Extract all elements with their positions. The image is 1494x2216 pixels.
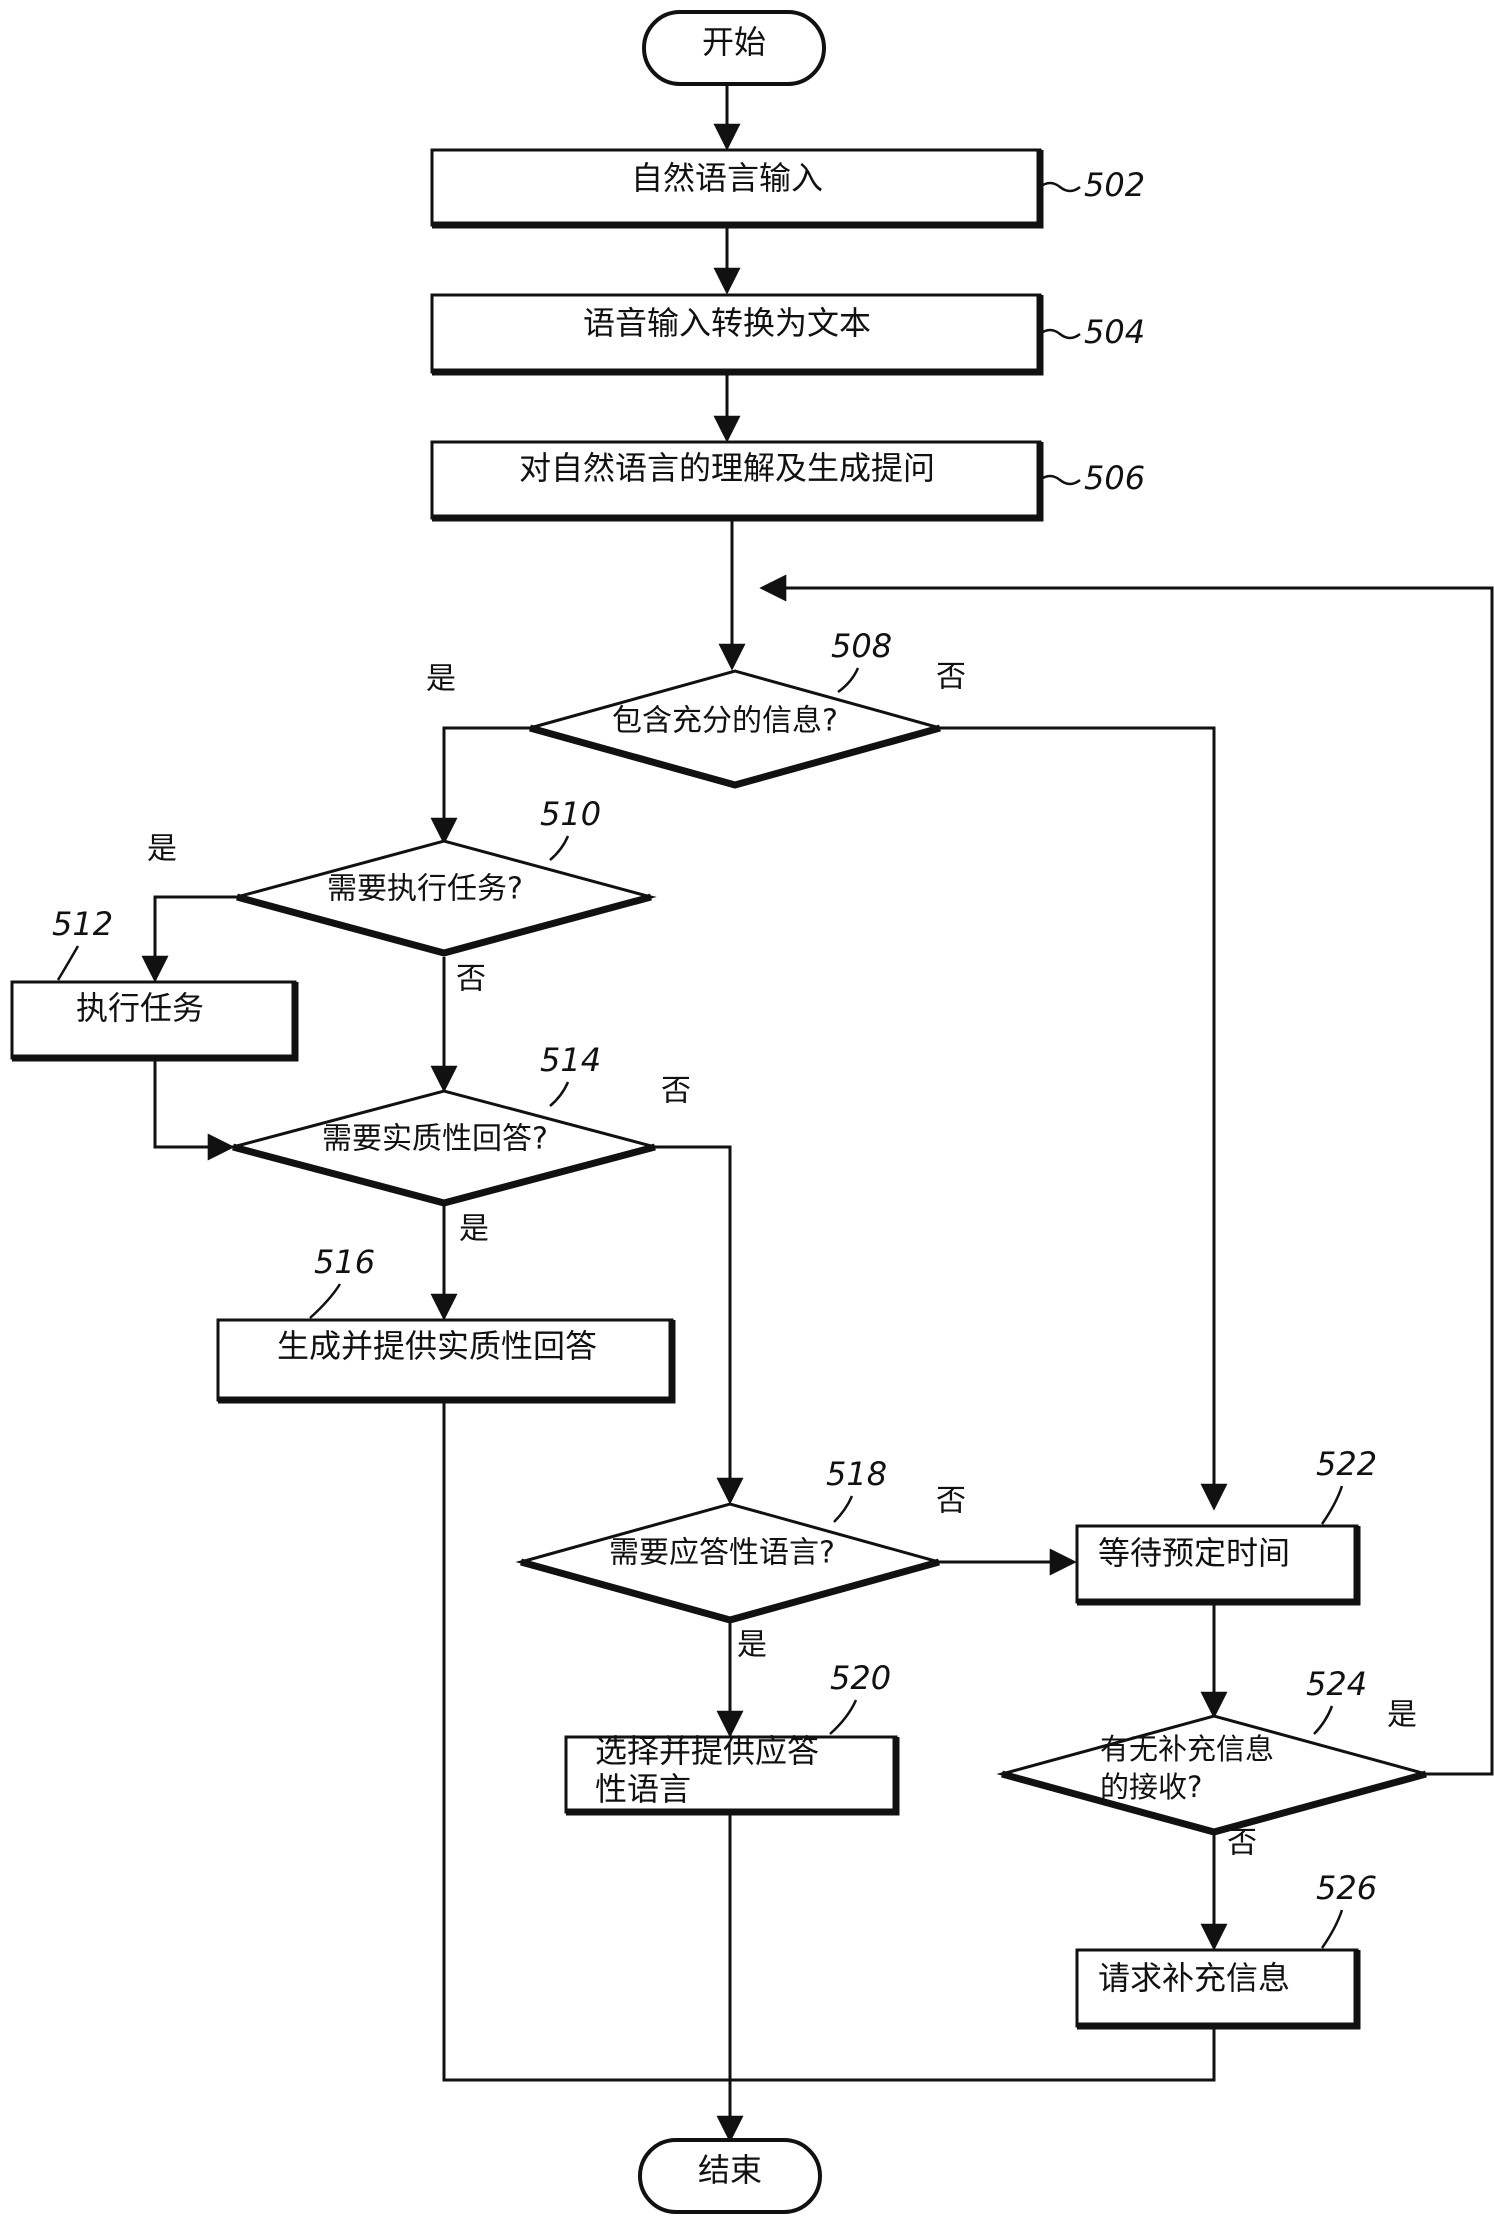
ref-numeral-516: 516 — [314, 1243, 375, 1281]
process-box-shadow-512 — [12, 982, 299, 1062]
process-box-526 — [1075, 1948, 1359, 2028]
arrow-524-yes-loop-to-508 — [759, 574, 1494, 1776]
arrow-512-to-514 — [153, 1058, 235, 1161]
process-label-502-line-1: 自然语言输入 — [631, 159, 823, 197]
start-terminal-label: 开始 — [702, 23, 766, 61]
ref-numeral-502-leader — [1039, 181, 1081, 193]
process-box-shadow-502 — [432, 150, 1044, 229]
decision-diamond-shadow-514 — [232, 1143, 656, 1207]
ref-numeral-514-leader — [549, 1081, 570, 1107]
process-label-526-line-1: 请求补充信息 — [1098, 1959, 1290, 1997]
arrow-514-no-to-518 — [654, 1145, 744, 1505]
ref-numeral-502: 502 — [1084, 166, 1145, 204]
branch-label-518-no: 否 — [936, 1484, 966, 1519]
ref-numeral-506: 506 — [1084, 459, 1145, 497]
ref-numeral-512-leader — [56, 945, 80, 981]
arrow-510-yes-to-512 — [141, 895, 237, 983]
ref-numeral-520: 520 — [830, 1659, 891, 1697]
process-box-shadow-522 — [1077, 1526, 1361, 1606]
ref-numeral-506-leader — [1039, 474, 1081, 486]
end-terminal-label: 结束 — [698, 2151, 762, 2189]
ref-numeral-510-leader — [549, 835, 570, 861]
process-box-shadow-506 — [432, 442, 1044, 522]
branch-label-524-yes: 是 — [1387, 1698, 1417, 1733]
process-box-shadow-504 — [432, 295, 1044, 376]
process-label-520-line-2: 性语言 — [595, 1770, 691, 1808]
branch-label-510-no: 否 — [456, 962, 486, 997]
ref-numeral-520-leader — [829, 1699, 858, 1735]
decision-diamond-shadow-524 — [1001, 1770, 1427, 1836]
ref-numeral-518-leader — [833, 1495, 854, 1523]
ref-numeral-518: 518 — [826, 1455, 887, 1493]
branch-label-514-yes: 是 — [459, 1212, 489, 1247]
ref-numeral-514: 514 — [540, 1041, 601, 1079]
arrow-508-no-to-522 — [940, 726, 1228, 1511]
process-box-shadow-516 — [218, 1320, 676, 1404]
decision-diamond-shadow-518 — [520, 1558, 940, 1624]
ref-numeral-524-leader — [1313, 1705, 1334, 1735]
decision-label-518-line-1: 需要应答性语言? — [609, 1536, 835, 1571]
ref-numeral-504-leader — [1039, 328, 1081, 340]
decision-label-524-line-2: 的接收? — [1100, 1770, 1202, 1804]
branch-label-508-no: 否 — [936, 660, 966, 695]
ref-numeral-526: 526 — [1316, 1869, 1377, 1907]
process-label-504-line-1: 语音输入转换为文本 — [583, 304, 871, 342]
process-label-522-line-1: 等待预定时间 — [1098, 1534, 1290, 1572]
ref-numeral-508-leader — [837, 667, 860, 694]
ref-numeral-508: 508 — [831, 627, 892, 665]
decision-label-508-line-1: 包含充分的信息? — [612, 704, 838, 739]
decision-label-510-line-1: 需要执行任务? — [327, 872, 523, 907]
decision-label-524-line-1: 有无补充信息 — [1100, 1732, 1274, 1766]
decision-diamond-shadow-508 — [529, 724, 941, 789]
process-label-506-line-1: 对自然语言的理解及生成提问 — [519, 449, 935, 487]
line-516-and-526-merge — [442, 1400, 1216, 2082]
branch-label-510-yes: 是 — [147, 832, 177, 867]
ref-numeral-504: 504 — [1084, 313, 1145, 351]
ref-numeral-512: 512 — [52, 905, 113, 943]
start-terminal — [642, 10, 826, 86]
process-box-shadow-520 — [566, 1737, 900, 1816]
branch-label-518-yes: 是 — [737, 1628, 767, 1663]
ref-numeral-510: 510 — [540, 795, 601, 833]
process-label-512-line-1: 执行任务 — [76, 989, 204, 1027]
ref-numeral-524: 524 — [1306, 1665, 1367, 1703]
end-terminal — [638, 2138, 822, 2214]
ref-numeral-522-leader — [1320, 1485, 1344, 1525]
process-label-516-line-1: 生成并提供实质性回答 — [277, 1327, 597, 1365]
branch-label-524-no: 否 — [1227, 1826, 1257, 1861]
ref-numeral-526-leader — [1320, 1909, 1344, 1949]
branch-label-508-yes: 是 — [426, 662, 456, 697]
ref-numeral-522: 522 — [1316, 1445, 1377, 1483]
process-label-520-line-1: 选择并提供应答 — [595, 1732, 819, 1770]
decision-diamond-shadow-510 — [236, 893, 652, 957]
decision-label-514-line-1: 需要实质性回答? — [322, 1122, 548, 1157]
process-box-shadow-526 — [1077, 1950, 1361, 2030]
branch-label-514-no: 否 — [661, 1074, 691, 1109]
arrow-508-yes-to-510 — [430, 726, 530, 845]
ref-numeral-516-leader — [309, 1283, 342, 1319]
